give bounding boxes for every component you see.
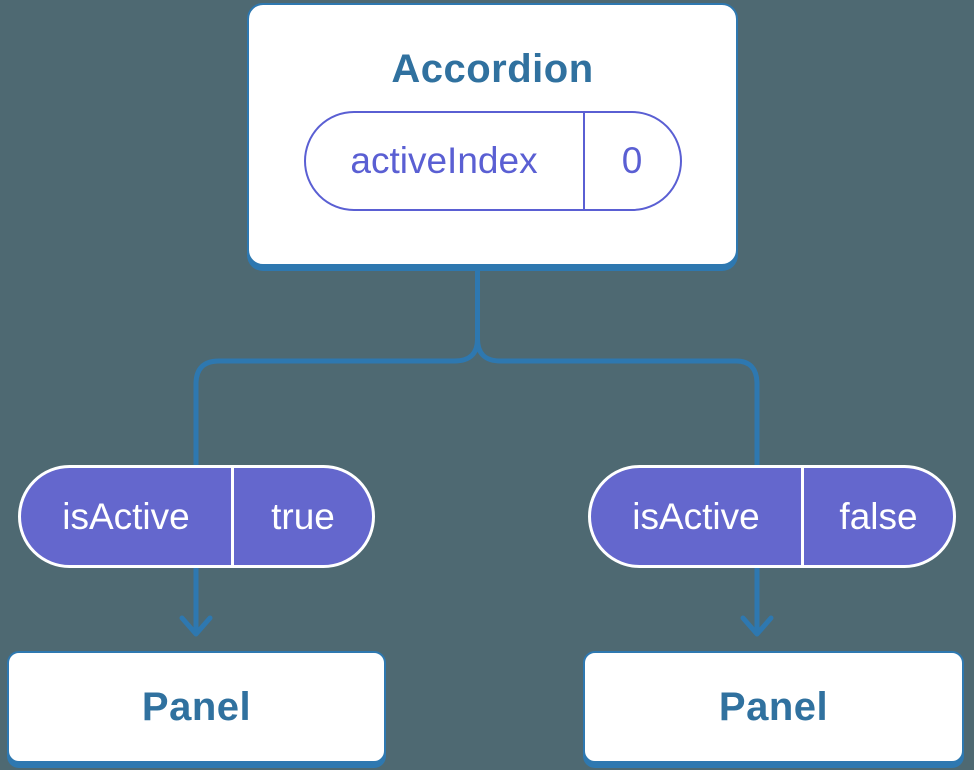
panel-node-title: Panel [718, 684, 829, 729]
panel-node-title: Panel [141, 684, 252, 729]
prop-pill-name: isActive [21, 468, 234, 565]
state-pill-activeindex: activeIndex 0 [303, 111, 682, 211]
prop-pill-isactive-right: isActive false [588, 465, 956, 568]
prop-pill-value: false [839, 495, 918, 537]
prop-pill-name: isActive [591, 468, 804, 565]
state-pill-value: 0 [621, 140, 643, 181]
prop-pill-value: true [271, 495, 335, 537]
arrowhead-right-icon [740, 615, 774, 637]
state-pill-name: activeIndex [306, 113, 585, 209]
prop-pill-isactive-left: isActive true [18, 465, 375, 568]
connector-right-branch [475, 336, 760, 636]
panel-node-right: Panel [583, 651, 964, 763]
connector-left-branch [193, 336, 480, 636]
panel-node-left: Panel [7, 651, 386, 763]
accordion-node-title: Accordion [391, 47, 594, 91]
accordion-node: Accordion activeIndex 0 [247, 3, 738, 266]
arrowhead-left-icon [179, 615, 213, 637]
